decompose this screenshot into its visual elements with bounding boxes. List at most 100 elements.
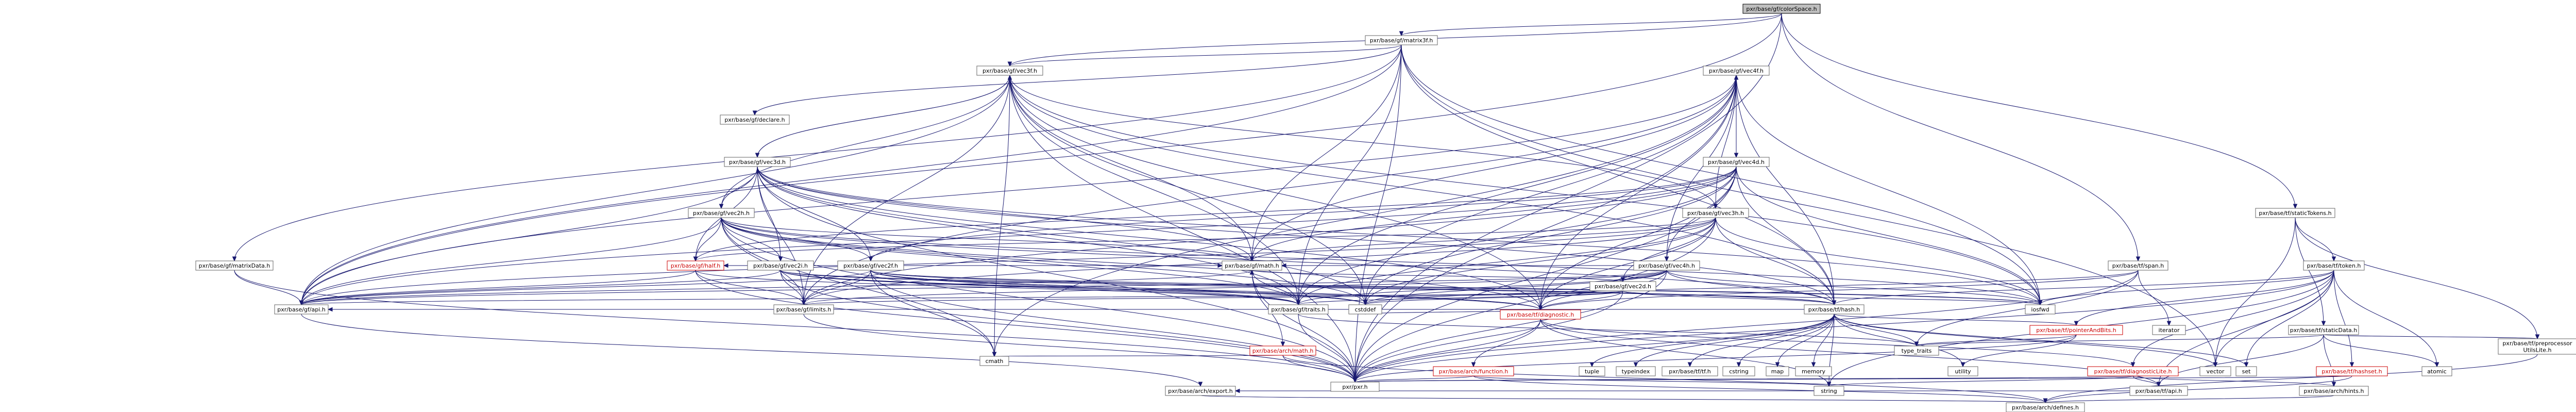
node-label: pxr/base/tf/staticData.h (2290, 327, 2358, 334)
node-tuple[interactable]: tuple (1579, 366, 1605, 376)
node-label: pxr/pxr.h (1342, 384, 1367, 390)
node-label: pxr/base/tf/hash.h (1808, 306, 1860, 313)
edge-staticData-to-archHints (2323, 334, 2336, 387)
edge-staticTokens-to-staticData (2295, 217, 2326, 326)
node-vec3f[interactable]: pxr/base/gf/vec3f.h (976, 65, 1043, 76)
node-vec3h[interactable]: pxr/base/gf/vec3h.h (1682, 208, 1749, 218)
node-atomic[interactable]: atomic (2421, 366, 2452, 376)
edge-archExport-to-archDefines (1200, 395, 2048, 404)
node-set[interactable]: set (2235, 366, 2257, 376)
node-label: pxr/base/arch/function.h (1439, 368, 1509, 375)
edge-vec3f-to-iosfwd (1009, 75, 2043, 306)
node-iosfwd[interactable]: iosfwd (2025, 304, 2056, 315)
node-vec4f[interactable]: pxr/base/gf/vec4f.h (1703, 65, 1770, 76)
node-vec2f[interactable]: pxr/base/gf/vec2f.h (837, 260, 904, 271)
node-map[interactable]: map (1766, 366, 1789, 376)
node-colorSpace[interactable]: pxr/base/gf/colorSpace.h (1742, 4, 1821, 14)
node-string[interactable]: string (1814, 386, 1844, 396)
edge-hash-to-vector (1834, 314, 2218, 368)
edge-hash-to-cstring (1736, 314, 1835, 368)
edge-vec3d-to-hash (757, 166, 1837, 306)
node-tfApi[interactable]: pxr/base/tf/api.h (2129, 386, 2188, 396)
node-tfTf[interactable]: pxr/base/tf/tf.h (1662, 366, 1718, 376)
node-api[interactable]: pxr/base/gf/api.h (274, 304, 329, 315)
node-label: pxr/base/gf/vec4f.h (1709, 68, 1764, 74)
node-half[interactable]: pxr/base/gf/half.h (667, 260, 724, 271)
node-iterator[interactable]: iterator (2152, 325, 2186, 335)
node-vec4d[interactable]: pxr/base/gf/vec4d.h (1703, 157, 1770, 167)
edge-vec4f-to-iosfwd (1736, 75, 2043, 306)
node-typeindex[interactable]: typeindex (1616, 366, 1656, 376)
node-archFunction[interactable]: pxr/base/arch/function.h (1433, 366, 1514, 376)
node-label: pxr/base/tf/diagnostic.h (1507, 311, 1574, 318)
node-vector[interactable]: vector (2199, 366, 2231, 376)
node-vec3d[interactable]: pxr/base/gf/vec3d.h (724, 157, 791, 167)
node-utility[interactable]: utility (1947, 366, 1978, 376)
node-traits[interactable]: pxr/base/gf/traits.h (1268, 304, 1329, 315)
edge-pointerAndBits-to-type_traits (1914, 334, 2077, 347)
node-cstring[interactable]: cstring (1722, 366, 1755, 376)
node-label: set (2242, 368, 2251, 375)
node-label: pxr/base/gf/vec3d.h (729, 159, 786, 166)
edge-vec4d-to-pxr (1352, 166, 1737, 383)
node-declare[interactable]: pxr/base/gf/declare.h (720, 114, 790, 125)
edge-vec4f-to-diagnostic (1538, 75, 1737, 311)
node-diagnosticLite[interactable]: pxr/base/tf/diagnosticLite.h (2087, 366, 2179, 376)
node-matrixData[interactable]: pxr/base/gf/matrixData.h (195, 260, 274, 271)
node-label: pxr/base/gf/colorSpace.h (1746, 6, 1817, 12)
node-diagnostic[interactable]: pxr/base/tf/diagnostic.h (1500, 309, 1581, 320)
node-label: vector (2207, 368, 2225, 375)
node-vec4h[interactable]: pxr/base/gf/vec4h.h (1633, 260, 1700, 271)
edge-vec3d-to-vec2h (719, 166, 758, 209)
edge-vec3f-to-vec3h (1009, 75, 1718, 209)
node-staticTokens[interactable]: pxr/base/tf/staticTokens.h (2255, 208, 2335, 218)
node-cmath[interactable]: cmath (979, 356, 1009, 366)
node-pointerAndBits[interactable]: pxr/base/tf/pointerAndBits.h (2029, 325, 2123, 335)
edge-matrix3f-to-declare (752, 44, 1402, 116)
node-cstddef[interactable]: cstddef (1348, 304, 1382, 315)
node-type_traits[interactable]: type_traits (1894, 345, 1939, 356)
node-limits[interactable]: pxr/base/gf/limits.h (773, 304, 834, 315)
edge-token-to-hash (1832, 270, 2334, 306)
node-label: pxr/base/gf/matrix3f.h (1370, 37, 1433, 44)
node-label: pxr/base/gf/vec2h.h (693, 210, 750, 217)
edge-math-to-traits (1251, 270, 1301, 306)
edge-vec2d-to-iosfwd (1622, 290, 2043, 306)
edge-token-to-atomic (2333, 270, 2439, 368)
node-vec2h[interactable]: pxr/base/gf/vec2h.h (688, 208, 755, 218)
edge-archFunction-to-string (1473, 375, 1832, 387)
node-token[interactable]: pxr/base/tf/token.h (2303, 260, 2365, 271)
node-math[interactable]: pxr/base/gf/math.h (1222, 260, 1282, 271)
edge-hash-to-utility (1834, 314, 1965, 368)
node-vec2i[interactable]: pxr/base/gf/vec2i.h (747, 260, 814, 271)
node-label: pxr/base/gf/matrixData.h (199, 262, 270, 269)
edge-vec3f-to-cmath (992, 75, 1010, 357)
node-vec2d[interactable]: pxr/base/gf/vec2d.h (1589, 281, 1656, 291)
edge-vec3f-to-pxr (1009, 75, 1358, 383)
edge-colorSpace-to-staticTokens (1781, 13, 2298, 209)
node-label: pxr/base/gf/half.h (671, 262, 721, 269)
node-label: pxr/base/gf/math.h (1225, 262, 1279, 269)
edge-span-to-cstddef (1363, 270, 2139, 306)
node-span[interactable]: pxr/base/tf/span.h (2108, 260, 2168, 271)
node-label: atomic (2427, 368, 2447, 375)
edge-staticData-to-type_traits (1914, 334, 2324, 347)
node-archHints[interactable]: pxr/base/arch/hints.h (2299, 386, 2369, 396)
node-staticData[interactable]: pxr/base/tf/staticData.h (2288, 325, 2359, 335)
node-memory[interactable]: memory (1795, 366, 1832, 376)
node-archExport[interactable]: pxr/base/arch/export.h (1165, 386, 1236, 396)
node-archDefines[interactable]: pxr/base/arch/defines.h (2006, 402, 2085, 412)
edge-vec4f-to-api (299, 75, 1737, 306)
node-label: pxr/base/tf/span.h (2112, 262, 2164, 269)
node-label: memory (1802, 368, 1825, 375)
node-matrix3f[interactable]: pxr/base/gf/matrix3f.h (1365, 35, 1438, 45)
node-hash[interactable]: pxr/base/tf/hash.h (1804, 304, 1865, 315)
node-label: pxr/base/gf/declare.h (724, 117, 785, 123)
node-hashset[interactable]: pxr/base/tf/hashset.h (2316, 366, 2388, 376)
node-archMath[interactable]: pxr/base/arch/math.h (1249, 345, 1316, 356)
node-pxr[interactable]: pxr/pxr.h (1330, 382, 1380, 392)
node-label: pxr/base/gf/vec2f.h (843, 262, 898, 269)
node-label: pxr/base/tf/tf.h (1669, 368, 1710, 375)
edge-colorSpace-to-span (1781, 13, 2141, 262)
